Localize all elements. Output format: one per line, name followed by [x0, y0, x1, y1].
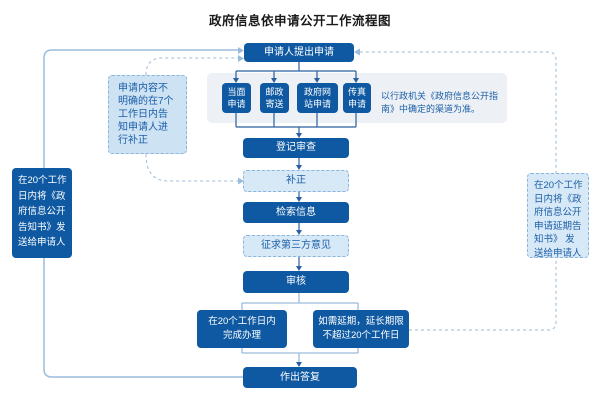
channel-note: 以行政机关《政府信息公开指南》中确定的渠道为准。: [381, 91, 499, 114]
page-title: 政府信息依申请公开工作流程图: [208, 14, 391, 28]
node-step-review: 审核: [243, 271, 349, 293]
node-step-search-info: 检索信息: [243, 202, 349, 223]
connector-correction-to-buzheng-dashed: [145, 153, 238, 182]
arrowheads-light: [238, 47, 360, 185]
node-branch-extension: 如需延期，延长期限不超过20个工作日: [313, 310, 409, 348]
node-step-third-party-opinion: 征求第三方意见: [243, 235, 349, 257]
connector-center-column: [235, 62, 357, 267]
node-step-correction: 补正: [243, 170, 349, 192]
node-step-register-review: 登记审查: [243, 138, 349, 158]
node-branch-complete: 在20个工作日内完成办理: [197, 310, 287, 348]
node-method-website: 政府网站申请: [297, 83, 338, 113]
node-end-reply: 作出答复: [243, 367, 357, 388]
node-method-inperson: 当面申请: [222, 83, 251, 113]
arrowheads-dark: [233, 78, 359, 367]
left-loop-note: 在20个工作日内将《政府信息公开告知书》发送给申请人: [12, 168, 72, 258]
connector-branch-split: [241, 293, 359, 363]
connector-correction-to-start-dashed: [145, 57, 240, 76]
node-start-apply: 申请人提出申请: [244, 43, 354, 62]
node-method-fax: 传真申请: [343, 83, 371, 113]
node-method-mail: 邮政寄送: [260, 83, 289, 113]
correction-note: 申请内容不明确的在7个工作日内告知申请人进行补正: [108, 75, 187, 154]
right-loop-note: 在20个工作日内将《政府信息公开申请延期告知书》 发送给申请人: [527, 173, 589, 259]
